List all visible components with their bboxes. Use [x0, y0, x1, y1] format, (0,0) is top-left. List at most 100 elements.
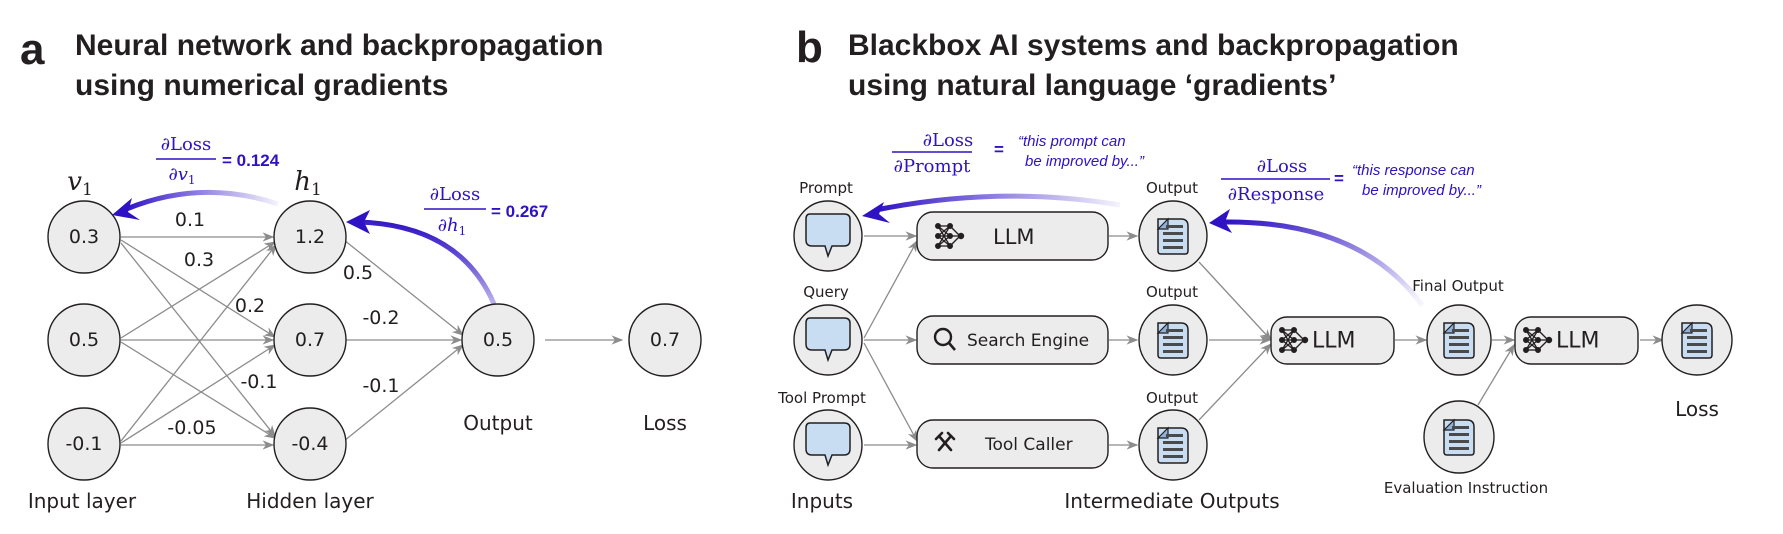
document-icon — [1157, 427, 1189, 464]
output-node-value: 0.5 — [483, 329, 513, 351]
gradient-arrow-prompt — [875, 193, 1121, 213]
panel-b-title: Blackbox AI systems and backpropagation … — [848, 26, 1459, 106]
svg-text:∂Loss: ∂Loss — [923, 130, 974, 151]
gradient-arrowhead-h1 — [346, 210, 370, 234]
output-node-2 — [1138, 304, 1208, 376]
hidden-node-2: 0.7 — [273, 303, 347, 377]
weight-mid-b: -0.1 — [240, 371, 277, 393]
hidden-node-2-value: 0.7 — [295, 329, 325, 351]
final-output-label: Final Output — [1412, 277, 1504, 295]
prompt-node — [793, 200, 863, 272]
edge-eval-llm3 — [1477, 343, 1515, 406]
edge-output3-llm2 — [1198, 343, 1272, 421]
hidden-layer-label: Hidden layer — [246, 489, 374, 513]
llm-box-2-label: LLM — [1312, 329, 1356, 354]
loss-label: Loss — [643, 411, 687, 435]
edge-v3-h1 — [120, 244, 277, 442]
gradient-arrowhead-prompt — [862, 202, 890, 223]
weight-h3-out: -0.1 — [362, 375, 399, 397]
weight-h2-out: -0.2 — [362, 307, 399, 329]
final-output-node — [1426, 304, 1492, 376]
panel-a-letter: a — [20, 25, 45, 74]
hidden-output-edges — [343, 239, 624, 442]
magnifier-icon — [933, 327, 956, 351]
svg-text:∂h1: ∂h1 — [438, 215, 467, 238]
gradient-arrow-v1 — [123, 189, 279, 213]
svg-text:be improved by...”: be improved by...” — [1025, 153, 1145, 170]
edge-v1-h2 — [120, 239, 276, 338]
document-icon — [1443, 419, 1475, 456]
output-node: 0.5 — [461, 303, 535, 377]
gradient-arrow-response — [1221, 219, 1425, 307]
weight-v1-h2: 0.3 — [184, 249, 214, 271]
edge-v2-h3 — [120, 341, 276, 439]
gradient-formula-prompt: ∂Loss ∂Prompt = “this prompt can be impr… — [892, 130, 1145, 177]
edge-query-llm — [863, 239, 918, 339]
document-icon — [1157, 322, 1189, 359]
query-node — [793, 304, 863, 376]
tool-prompt-label: Tool Prompt — [777, 389, 866, 407]
document-icon — [1157, 218, 1189, 255]
panel-b-letter: b — [796, 23, 823, 72]
gradient-arrowhead-v1 — [112, 198, 140, 220]
svg-text:∂Response: ∂Response — [1228, 184, 1325, 205]
search-engine-label: Search Engine — [967, 331, 1089, 351]
weight-v3-h3: -0.05 — [167, 417, 216, 439]
svg-text:= 0.124: = 0.124 — [222, 151, 280, 170]
weight-h1-out: 0.5 — [343, 262, 373, 284]
panel-b-edges — [863, 231, 1665, 450]
svg-text:be improved by...”: be improved by...” — [1362, 182, 1482, 199]
edge-query-tool — [863, 342, 918, 443]
hidden-node-3: -0.4 — [273, 407, 347, 481]
loss-node-value: 0.7 — [650, 329, 680, 351]
gradient-formula-v1: ∂Loss ∂v1 = 0.124 — [156, 134, 280, 187]
document-icon — [1681, 322, 1713, 359]
edge-h3-out — [343, 344, 464, 442]
input-node-2: 0.5 — [47, 303, 121, 377]
llm-box-3: LLM — [1514, 316, 1639, 365]
tools-icon — [934, 431, 956, 452]
edge-v3-h2 — [120, 344, 276, 444]
evaluation-instruction-node — [1423, 400, 1495, 474]
input-node-3: -0.1 — [47, 407, 121, 481]
llm-box-2: LLM — [1270, 316, 1395, 365]
hidden-node-3-value: -0.4 — [291, 433, 328, 455]
llm-box-1-label: LLM — [993, 225, 1035, 249]
document-icon — [1443, 322, 1475, 359]
gradient-arrow-h1 — [357, 219, 497, 305]
input-node-3-value: -0.1 — [65, 433, 102, 455]
svg-text:“this response can: “this response can — [1352, 162, 1475, 179]
loss-node-b — [1661, 304, 1733, 376]
panel-a-title-line1: Neural network and backpropagation — [75, 29, 604, 62]
input-node-2-value: 0.5 — [69, 329, 99, 351]
input-layer-label: Input layer — [28, 489, 137, 513]
input-node-1: 0.3 — [47, 200, 121, 274]
weight-mid-a: 0.2 — [235, 295, 265, 317]
edge-h1-out — [343, 239, 464, 336]
hidden-node-1: 1.2 — [273, 200, 347, 274]
panel-a-title-line2: using numerical gradients — [75, 69, 449, 102]
output-label-2: Output — [1146, 283, 1198, 301]
gradient-arrowhead-response — [1209, 209, 1232, 233]
edge-v2-h1 — [120, 241, 276, 339]
svg-text:=: = — [994, 140, 1004, 159]
gradient-formula-response: ∂Loss ∂Response = “this response can be … — [1221, 156, 1482, 205]
svg-text:∂v1: ∂v1 — [168, 164, 195, 187]
svg-text:∂Loss: ∂Loss — [1257, 156, 1308, 177]
output-node-1 — [1138, 200, 1208, 272]
output-label-3: Output — [1146, 389, 1198, 407]
output-label: Output — [463, 411, 533, 435]
weight-v1-h1: 0.1 — [175, 209, 205, 231]
hidden-node-1-value: 1.2 — [295, 226, 325, 248]
output-label-1: Output — [1146, 179, 1198, 197]
intermediate-outputs-label: Intermediate Outputs — [1064, 489, 1279, 513]
tool-caller-box: Tool Caller — [916, 419, 1109, 469]
query-label: Query — [803, 283, 849, 301]
svg-text:∂Loss: ∂Loss — [161, 134, 212, 155]
svg-text:“this prompt can: “this prompt can — [1018, 133, 1126, 150]
gradient-formula-h1: ∂Loss ∂h1 = 0.267 — [424, 184, 548, 238]
svg-text:= 0.267: = 0.267 — [491, 202, 548, 221]
search-engine-box: Search Engine — [916, 315, 1109, 365]
tool-caller-label: Tool Caller — [984, 435, 1073, 455]
